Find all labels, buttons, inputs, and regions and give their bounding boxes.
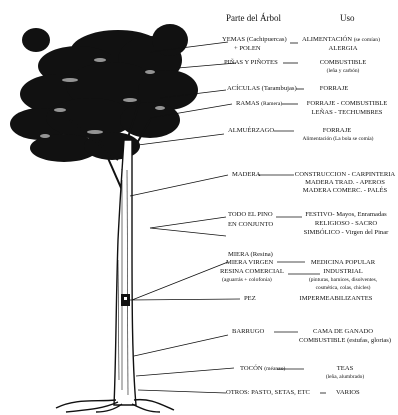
part-todo-el-pino: TODO EL PINO: [228, 212, 273, 219]
use-forraje-combustible: FORRAJE - COMBUSTIBLE: [307, 101, 388, 108]
part-otros: OTROS: PASTO, SETAS, ETC: [226, 390, 310, 397]
part-yemas-2: + POLEN: [234, 46, 261, 53]
part-almuerzago: ALMUÉRZAGO: [228, 128, 274, 135]
part-barrugo: BARRUGO: [232, 329, 264, 336]
part-ramas: RAMAS (Ramera): [236, 101, 282, 108]
use-impermeabilizantes: IMPERMEABILIZANTES: [300, 296, 373, 303]
use-simbolico: SIMBÓLICO - Virgen del Pinar: [304, 230, 389, 237]
part-tocon: TOCÓN (méanzo): [240, 366, 285, 373]
header-use: Uso: [340, 14, 355, 23]
use-combustible: COMBUSTIBLE: [320, 60, 367, 67]
use-alimentacion: ALIMENTACIÓN (se comían): [302, 37, 380, 44]
use-lena-alumbrado: (leña, alumbrado): [326, 375, 364, 380]
use-festivo: FESTIVO- Mayos, Enramadas: [305, 212, 387, 219]
use-medicina: MEDICINA POPULAR: [311, 260, 375, 267]
use-varios: VARIOS: [336, 390, 360, 397]
use-lena-carbon: (leña y carbón): [327, 69, 360, 74]
part-en-conjunto: EN CONJUNTO: [228, 222, 273, 229]
part-madera: MADERA: [232, 172, 261, 179]
use-teas: TEAS: [337, 366, 353, 373]
part-resina-comercial: RESINA COMERCIAL: [220, 269, 284, 276]
part-aciculas: ACÍCULAS (Tarambujas): [227, 86, 297, 93]
part-pez: PEZ: [244, 296, 256, 303]
use-pinturas: (pinturas, barnices, disolventes,: [309, 278, 377, 283]
use-industrial: INDUSTRIAL: [323, 269, 363, 276]
use-forraje-1: FORRAJE: [320, 86, 349, 93]
part-pinas: PIÑAS Y PIÑOTES: [224, 60, 278, 67]
use-alimentacion-bola: Alimentación (La bola se comía): [303, 137, 374, 142]
use-lenas-techumbres: LEÑAS - TECHUMBRES: [312, 110, 383, 117]
part-yemas: YEMAS (Cachipuercas): [222, 37, 287, 44]
use-alergia: ALERGIA: [329, 46, 358, 53]
use-religioso: RELIGIOSO - SACRO: [315, 221, 377, 228]
part-miera: MIERA (Resina): [228, 252, 273, 259]
part-miera-virgen: MIERA VIRGEN: [226, 260, 273, 267]
header-part: Parte del Árbol: [226, 14, 281, 23]
use-forraje-2: FORRAJE: [323, 128, 352, 135]
use-cama-ganado: CAMA DE GANADO: [313, 329, 373, 336]
use-cosmetica: cosmética, colas, chicles): [316, 286, 371, 291]
part-aguarras: (aguarrás + colofonia): [222, 278, 272, 284]
use-construccion: CONSTRUCCION - CARPINTERIA: [295, 172, 395, 179]
use-madera-trad: MADERA TRAD. - APEROS: [305, 180, 385, 187]
use-madera-comerc: MADERA COMERC. - PALÉS: [303, 188, 387, 195]
use-combustible-estufas: COMBUSTIBLE (estufas, glorias): [299, 338, 391, 345]
